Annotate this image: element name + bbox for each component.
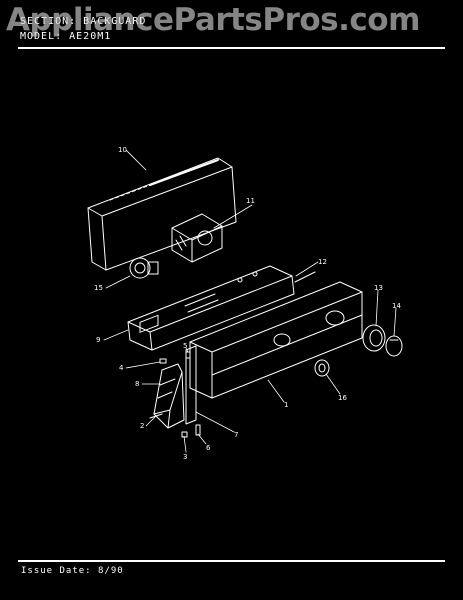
part-13-dial-ring (362, 324, 386, 352)
callout-6: 6 (206, 444, 211, 452)
callout-14: 14 (392, 302, 401, 310)
part-6-pin (195, 424, 201, 436)
callout-15: 15 (94, 284, 103, 292)
part-5-screw (185, 351, 191, 359)
callout-4: 4 (119, 364, 124, 372)
part-1-backguard-panel (189, 281, 363, 399)
model-title: MODEL: AE20M1 (20, 31, 112, 42)
callout-11: 11 (246, 197, 255, 205)
callout-7: 7 (234, 431, 238, 439)
part-14-knob (385, 335, 403, 357)
part-15-selector-switch (129, 257, 159, 279)
callout-13: 13 (374, 284, 383, 292)
part-4-clip (159, 358, 167, 364)
callout-16: 16 (338, 394, 347, 402)
callout-9: 9 (96, 336, 100, 344)
callout-12: 12 (318, 258, 327, 266)
part-11-timer-module (171, 213, 223, 263)
part-16-knob (314, 359, 330, 377)
leader-lines (103, 149, 397, 453)
part-3-screw (181, 431, 188, 438)
callout-2: 2 (140, 422, 144, 430)
issue-date: Issue Date: 8/90 (21, 566, 124, 576)
part-9-console-panel (127, 265, 316, 351)
header-rule (18, 47, 445, 49)
callout-5: 5 (183, 342, 187, 350)
watermark-logo: AppliancePartsPros.com (6, 2, 420, 38)
callout-1: 1 (284, 401, 288, 409)
callout-3: 3 (183, 453, 187, 461)
callout-8: 8 (135, 380, 139, 388)
section-title: SECTION: BACKGUARD (20, 16, 147, 27)
part-8-control-housing (153, 363, 185, 429)
footer-rule (18, 560, 445, 562)
callout-10: 10 (118, 146, 127, 154)
part-7-end-cap (185, 345, 197, 425)
part-10-rear-cover (87, 157, 237, 271)
